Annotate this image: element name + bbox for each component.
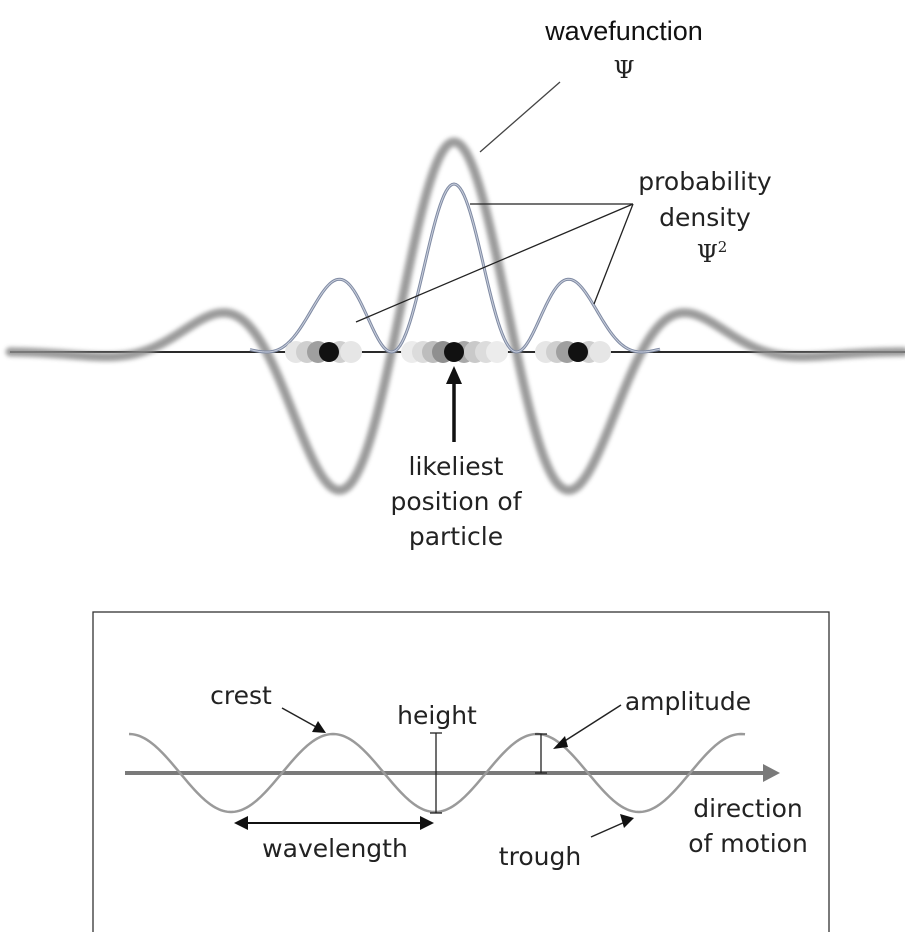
crest-label: crest	[210, 681, 272, 710]
wavefunction-leader-line	[480, 82, 560, 152]
trough-pointer-arrowhead	[620, 814, 634, 828]
direction-label-line2: of motion	[688, 829, 808, 858]
particle-dot	[444, 342, 464, 362]
direction-label-line1: direction	[693, 794, 803, 823]
direction-axis-arrowhead	[763, 764, 780, 782]
likeliest-position-arrowhead	[446, 366, 462, 384]
probability-density-curve	[250, 184, 660, 352]
wavelength-arrowhead-right	[420, 816, 434, 830]
amplitude-pointer	[560, 705, 621, 744]
wavefunction-diagram: wavefunction Ψ probability density Ψ2 li…	[10, 16, 905, 551]
particle-cluster-right	[535, 341, 611, 363]
trough-label: trough	[499, 842, 581, 871]
height-label: height	[397, 701, 477, 730]
wavelength-arrowhead-left	[234, 816, 248, 830]
particle-dot	[568, 342, 588, 362]
wavefunction-label: wavefunction	[544, 16, 703, 46]
particle-cluster-left	[285, 341, 362, 363]
amplitude-pointer-arrowhead	[553, 736, 568, 749]
crest-pointer-arrowhead	[312, 721, 326, 733]
wave-anatomy-diagram: crest height amplitude wavelength trough…	[93, 612, 829, 932]
likeliest-position-label-line3: particle	[409, 522, 503, 551]
probability-leader-line-right	[594, 204, 633, 304]
particle-dot	[319, 342, 339, 362]
likeliest-position-label-line2: position of	[390, 487, 522, 516]
crest-pointer	[282, 708, 318, 728]
probability-density-exponent: 2	[718, 238, 728, 256]
probability-density-label-line2: density	[659, 203, 751, 232]
trough-pointer	[591, 822, 625, 837]
probability-density-curve-highlight	[250, 184, 660, 352]
probability-density-symbol: Ψ2	[697, 238, 728, 268]
amplitude-label: amplitude	[625, 687, 751, 716]
likeliest-position-label-line1: likeliest	[409, 452, 504, 481]
particle-cluster-center	[401, 341, 508, 363]
wavefunction-symbol: Ψ	[613, 56, 634, 84]
wavelength-label: wavelength	[262, 834, 408, 863]
probability-density-label-line1: probability	[638, 167, 772, 196]
